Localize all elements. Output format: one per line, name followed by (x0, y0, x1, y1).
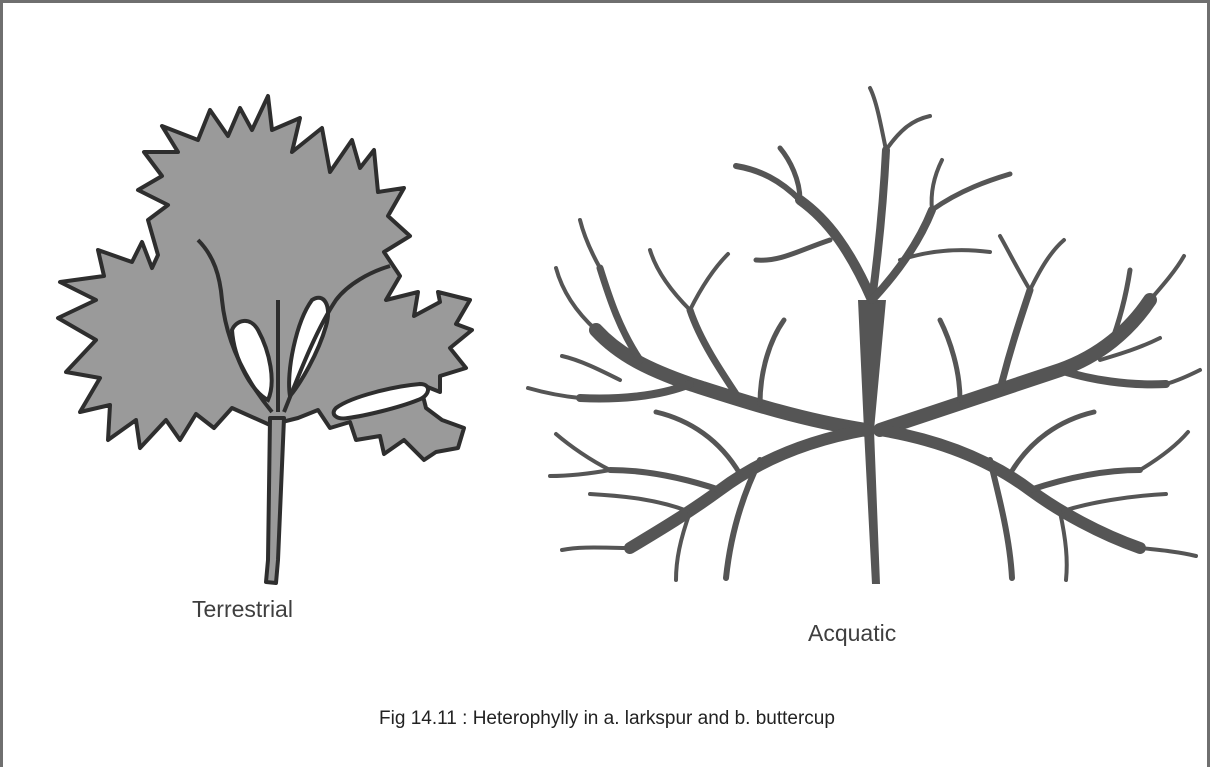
terrestrial-leaf (58, 96, 472, 583)
figure-caption: Fig 14.11 : Heterophylly in a. larkspur … (0, 708, 1214, 730)
aquatic-label: Acquatic (808, 620, 896, 647)
aquatic-leaf (528, 88, 1200, 584)
aquatic-leaf-petiole (858, 300, 886, 584)
terrestrial-label: Terrestrial (192, 596, 293, 623)
terrestrial-leaf-petiole (266, 418, 284, 583)
